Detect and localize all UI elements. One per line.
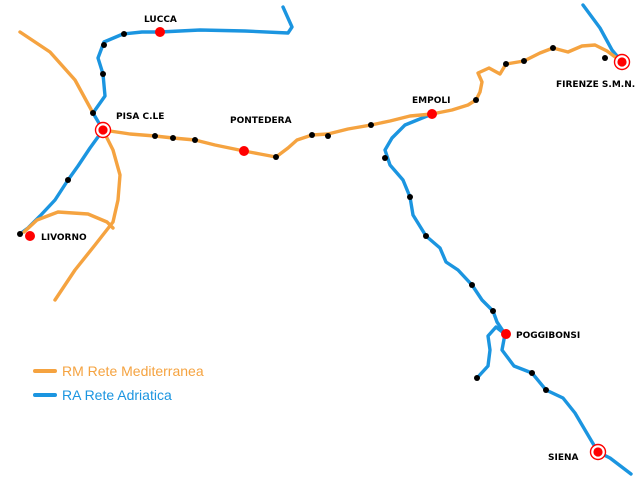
stop-dot xyxy=(101,42,107,48)
stop-dot xyxy=(90,110,96,116)
stop-dot xyxy=(121,31,127,37)
station-marker-siena[interactable] xyxy=(593,447,603,457)
line-pisa-firenze xyxy=(101,43,624,159)
stop-dot xyxy=(543,387,549,393)
line-firenze-north xyxy=(581,3,624,64)
stop-dot xyxy=(152,133,158,139)
line-empoli-siena xyxy=(383,112,633,476)
stop-dot xyxy=(474,375,480,381)
stop-dot xyxy=(473,97,479,103)
stop-dot xyxy=(602,55,608,61)
station-marker-firenze[interactable] xyxy=(617,57,627,67)
station-marker-pontedera[interactable] xyxy=(239,146,249,156)
station-labels: LUCCA PISA C.LE PONTEDERA EMPOLI FIRENZE… xyxy=(41,15,635,463)
stop-dot xyxy=(17,231,23,237)
stop-dot xyxy=(382,155,388,161)
station-marker-poggibonsi[interactable] xyxy=(501,329,511,339)
label-siena: SIENA xyxy=(548,453,579,463)
label-lucca: LUCCA xyxy=(144,15,177,25)
label-pontedera: PONTEDERA xyxy=(230,116,292,126)
stop-dot xyxy=(550,45,556,51)
legend: RM Rete Mediterranea RA Rete Adriatica xyxy=(33,363,204,403)
stop-dot xyxy=(273,154,279,160)
stop-dot xyxy=(368,122,374,128)
line-pisa-lucca xyxy=(91,5,294,132)
main-stations xyxy=(25,27,631,461)
station-marker-empoli[interactable] xyxy=(427,109,437,119)
stop-dot xyxy=(529,370,535,376)
legend-label-adriatica: RA Rete Adriatica xyxy=(62,387,172,403)
mediterranea-network xyxy=(18,30,624,302)
line-pisa-northwest xyxy=(18,30,95,115)
station-marker-pisa[interactable] xyxy=(98,125,108,135)
stop-dot xyxy=(192,137,198,143)
stop-dot xyxy=(100,71,106,77)
adriatica-network xyxy=(18,3,633,476)
intermediate-stops xyxy=(17,31,608,393)
label-firenze: FIRENZE S.M.N. xyxy=(556,80,635,90)
stop-dot xyxy=(521,58,527,64)
stop-dot xyxy=(503,61,509,67)
label-empoli: EMPOLI xyxy=(412,96,450,106)
stop-dot xyxy=(490,308,496,314)
stop-dot xyxy=(423,233,429,239)
stop-dot xyxy=(65,177,71,183)
stop-dot xyxy=(469,282,475,288)
station-marker-lucca[interactable] xyxy=(155,27,165,37)
stop-dot xyxy=(407,194,413,200)
stop-dot xyxy=(170,135,176,141)
line-pisa-collesalvetti xyxy=(53,128,122,302)
line-livorno-connector xyxy=(22,210,115,234)
label-pisa: PISA C.LE xyxy=(116,112,164,122)
label-poggibonsi: POGGIBONSI xyxy=(516,331,580,341)
line-pisa-livorno xyxy=(18,128,105,236)
legend-label-mediterranea: RM Rete Mediterranea xyxy=(62,363,204,379)
stop-dot xyxy=(309,132,315,138)
line-poggibonsi-spur xyxy=(475,325,507,380)
station-marker-livorno[interactable] xyxy=(25,231,35,241)
stop-dot xyxy=(325,133,331,139)
label-livorno: LIVORNO xyxy=(41,233,87,243)
